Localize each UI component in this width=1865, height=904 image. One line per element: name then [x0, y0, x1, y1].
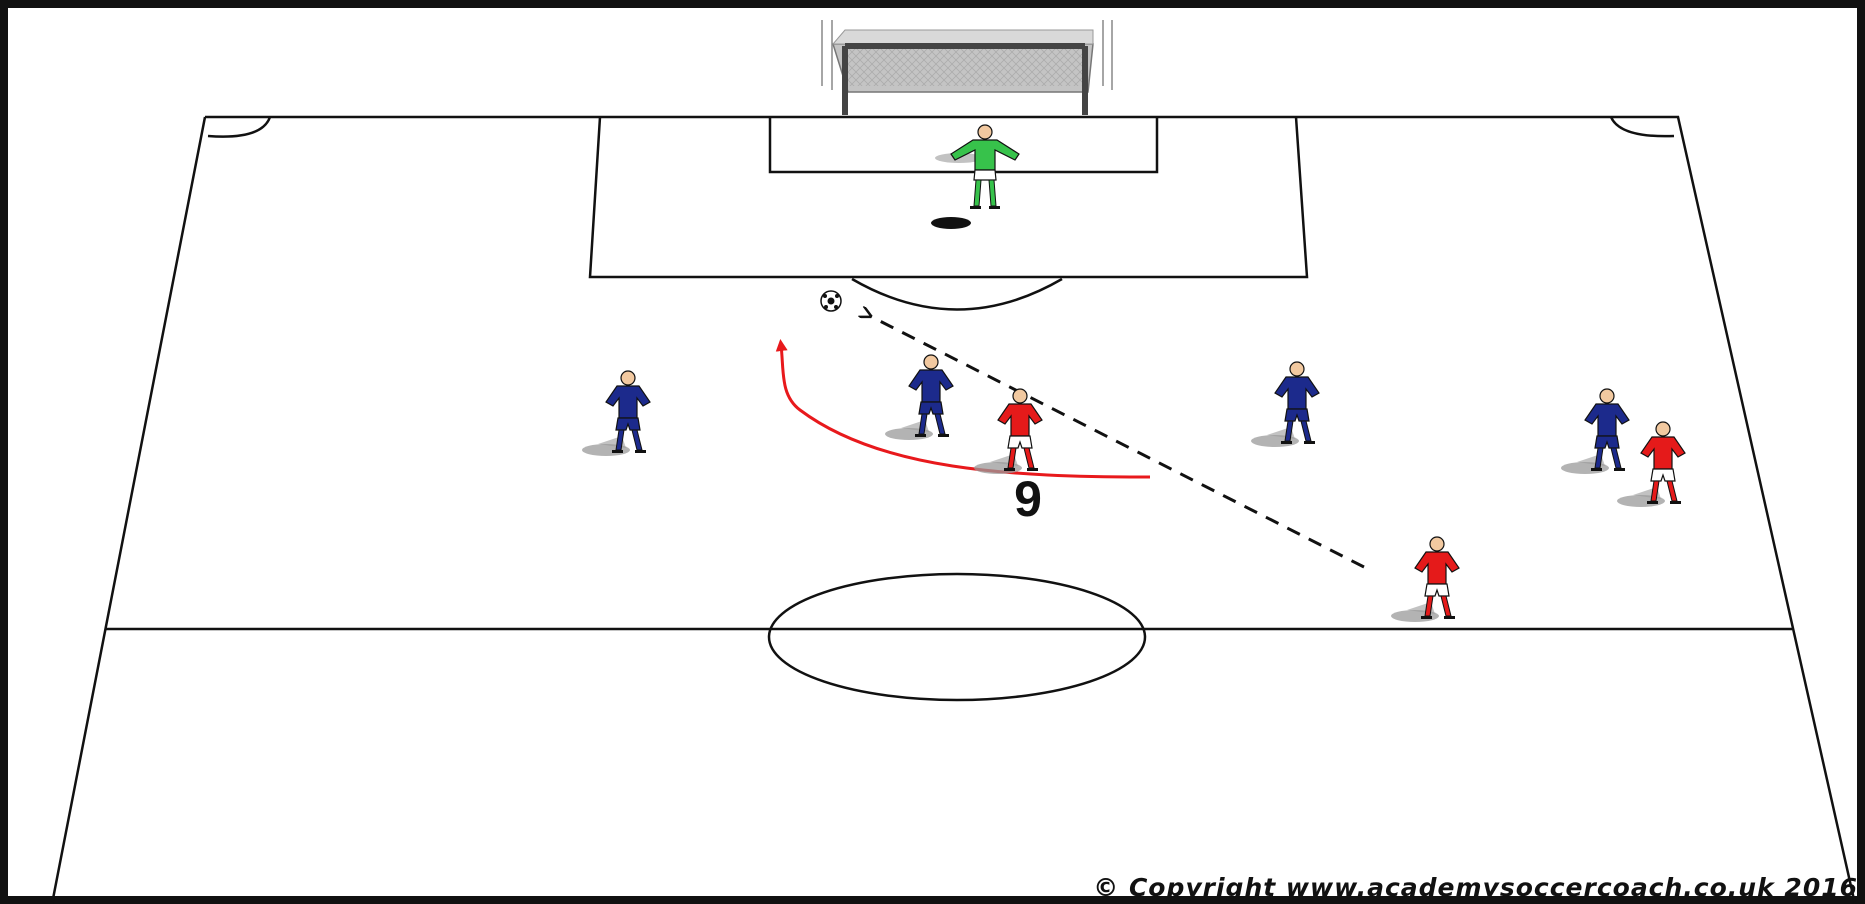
player-number-label: 9	[1014, 471, 1042, 527]
copyright-text: © Copyright www.academysoccercoach.co.uk…	[1093, 873, 1858, 902]
soccer-ball-icon	[821, 291, 841, 311]
diagram-frame	[4, 4, 1861, 900]
goalkeeper-shadow-spot	[931, 217, 971, 229]
